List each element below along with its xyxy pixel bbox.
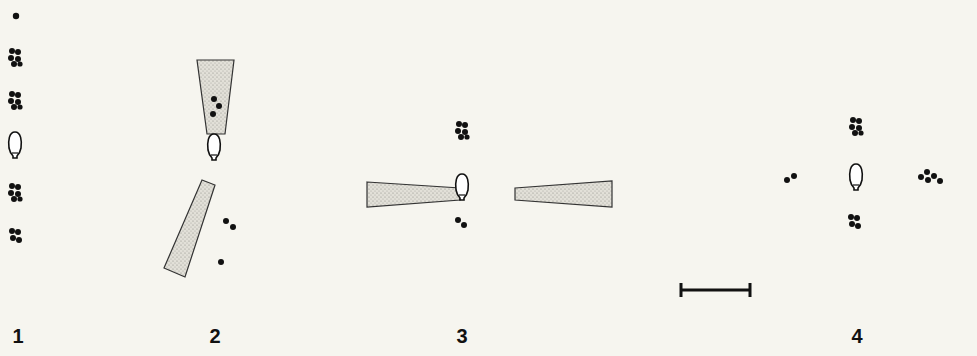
figure-3	[367, 121, 612, 228]
figure-2	[164, 60, 236, 277]
figure-4	[784, 117, 943, 229]
figure-number: 3	[456, 326, 467, 346]
figure-1	[8, 13, 23, 243]
figure-number: 1	[12, 326, 23, 346]
figure-number: 2	[209, 326, 220, 346]
figure-number: 4	[851, 326, 862, 346]
scale-bar	[681, 283, 750, 297]
